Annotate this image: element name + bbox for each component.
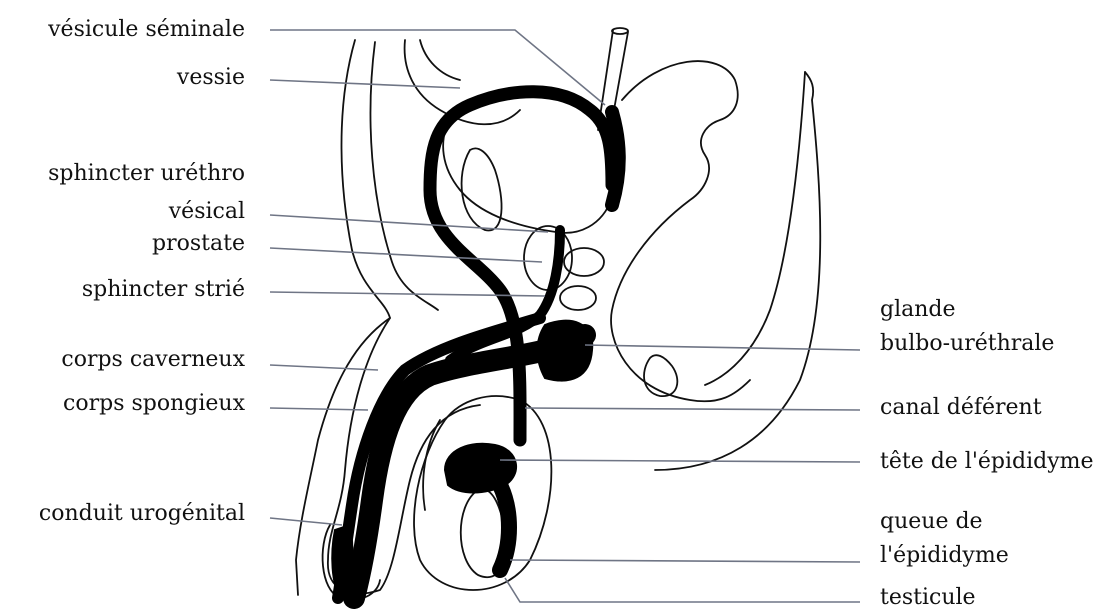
labels: vésicule séminale vessie sphincter uréth…	[39, 17, 1094, 610]
leader-canal-deferent	[525, 408, 860, 410]
label-glande: glande	[880, 297, 956, 322]
label-corps-spongieux: corps spongieux	[63, 391, 246, 416]
leader-vessie	[270, 80, 460, 88]
label-queue-de: queue de	[880, 509, 983, 534]
label-corps-caverneux: corps caverneux	[61, 347, 245, 372]
pubic-bone-outline	[462, 148, 502, 230]
fold-outline	[420, 40, 460, 80]
leader-queue-epididyme	[510, 560, 860, 562]
leader-conduit-urogenital	[270, 518, 342, 525]
label-vesicule-seminale: vésicule séminale	[47, 17, 245, 42]
tube-opening	[612, 28, 628, 34]
leader-glande	[585, 345, 860, 350]
seminal-duct-outline	[564, 248, 604, 276]
leader-testicule	[505, 578, 860, 602]
bulbourethral-gland-outline	[560, 286, 596, 310]
label-sphincter-strie: sphincter strié	[82, 277, 245, 302]
label-tete-epididyme: tête de l'épididyme	[880, 449, 1094, 474]
label-epididyme: l'épididyme	[880, 543, 1009, 568]
label-prostate: prostate	[152, 231, 245, 256]
glans-dark	[332, 525, 352, 595]
label-canal-deferent: canal déférent	[880, 395, 1042, 420]
label-conduit-urogenital: conduit urogénital	[39, 501, 245, 526]
rectum-inner-outline	[644, 355, 677, 396]
epididymis-tail	[500, 485, 509, 570]
leader-tete-epididyme	[500, 460, 860, 462]
label-testicule: testicule	[880, 585, 976, 610]
rectum-outline	[611, 61, 750, 401]
label-vessie: vessie	[176, 65, 245, 90]
label-sphincter-urethro: sphincter uréthro	[48, 161, 245, 186]
sacrum-inner-outline	[705, 72, 805, 385]
leader-sphincter-urethro	[270, 215, 548, 232]
leader-corps-caverneux	[270, 365, 378, 370]
label-vesical: vésical	[168, 199, 245, 224]
leader-prostate	[270, 248, 542, 262]
penile-bulb	[538, 321, 593, 381]
vas-deferens	[430, 92, 612, 440]
seminal-vesicle	[612, 112, 619, 205]
leader-lines	[270, 30, 860, 602]
label-bulbo-urethrale: bulbo-uréthrale	[880, 331, 1054, 356]
